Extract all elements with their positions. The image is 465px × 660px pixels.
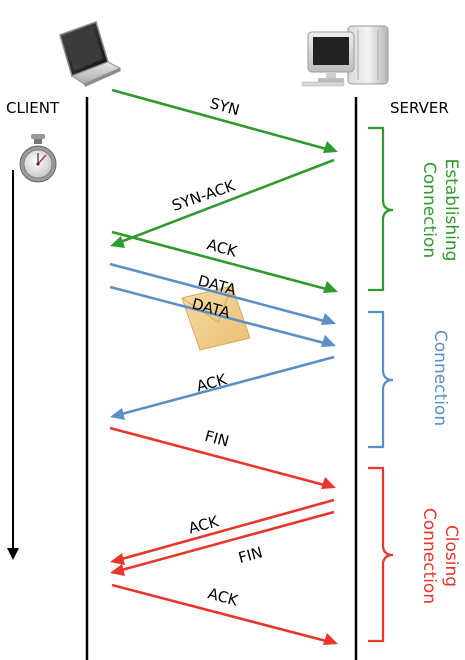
message-label: FIN bbox=[203, 427, 231, 451]
phase-label-establishing: Establishing Connection bbox=[419, 159, 461, 262]
client-label: CLIENT bbox=[6, 99, 60, 117]
message-label: FIN bbox=[236, 543, 264, 567]
message-fin-server bbox=[110, 510, 335, 576]
laptop-icon bbox=[59, 21, 122, 87]
message-syn bbox=[111, 88, 338, 153]
phase-brace-establishing bbox=[368, 126, 394, 292]
stopwatch-icon bbox=[19, 134, 57, 183]
phase-brace-closing bbox=[368, 466, 394, 643]
phase-label-line: Closing bbox=[441, 525, 461, 587]
server-label: SERVER bbox=[390, 99, 449, 117]
message-syn-ack bbox=[110, 158, 335, 248]
message-ack-handshake bbox=[111, 230, 338, 293]
phase-label-connection: Connection bbox=[430, 330, 450, 426]
phase-label-line: Connection bbox=[419, 162, 439, 258]
message-ack-fin bbox=[110, 498, 335, 565]
time-axis-arrowhead bbox=[7, 548, 19, 560]
data-envelope-icon bbox=[181, 285, 251, 351]
message-label: SYN bbox=[208, 94, 242, 119]
phase-label-closing: Closing Connection bbox=[419, 508, 461, 604]
message-data-1 bbox=[109, 262, 336, 325]
message-ack-final bbox=[111, 583, 338, 645]
desktop-computer-icon bbox=[301, 25, 389, 87]
phase-brace-connection bbox=[368, 310, 394, 449]
phase-label-line: Connection bbox=[430, 330, 450, 426]
message-label: ACK bbox=[206, 584, 241, 610]
message-data-2 bbox=[109, 285, 336, 347]
message-ack-data bbox=[110, 355, 335, 420]
message-label: ACK bbox=[194, 370, 229, 396]
phase-label-line: Establishing bbox=[441, 159, 461, 262]
phase-label-line: Connection bbox=[419, 508, 439, 604]
message-fin-client bbox=[109, 426, 336, 489]
